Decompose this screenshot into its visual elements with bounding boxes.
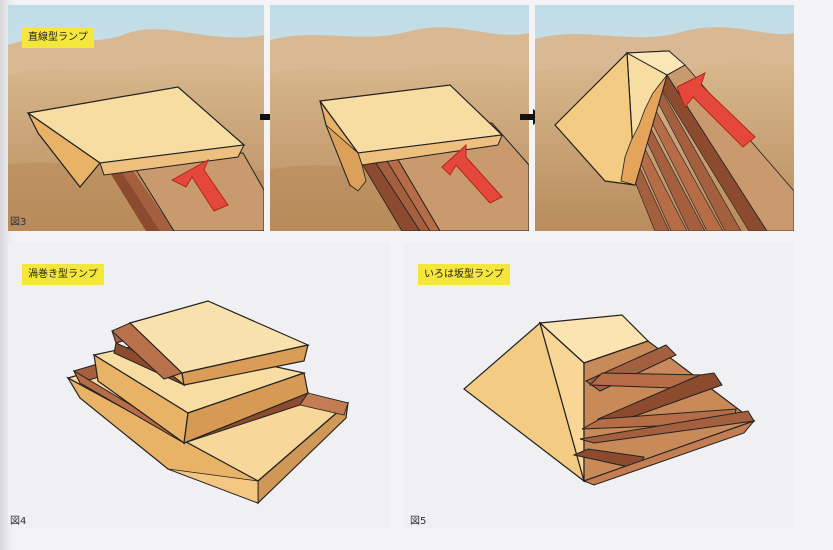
figure-3-caption: 図3	[10, 217, 27, 228]
straight-ramp-label: 直線型ランプ	[22, 27, 94, 48]
zigzag-ramp-label: いろは坂型ランプ	[418, 264, 510, 285]
zigzag-ramp-panel	[404, 243, 794, 528]
straight-ramp-stage2-panel	[270, 5, 529, 231]
straight-ramp-stage1-panel	[8, 5, 264, 231]
figure-4-caption: 図4	[10, 516, 27, 527]
spiral-ramp-label: 渦巻き型ランプ	[22, 264, 104, 285]
spiral-ramp-panel	[8, 243, 390, 528]
straight-ramp-stage3-panel	[535, 5, 794, 231]
figure-5-caption: 図5	[410, 516, 427, 527]
